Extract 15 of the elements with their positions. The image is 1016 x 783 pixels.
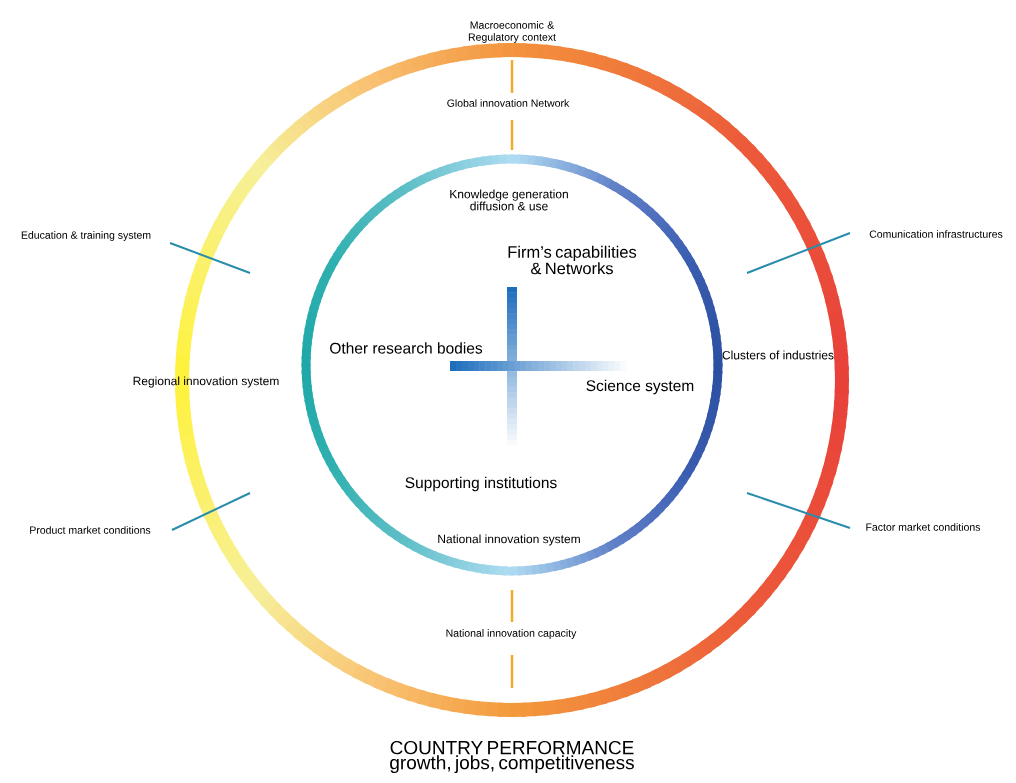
context-label: Macroeconomic & Regulatory context [468,21,556,43]
component-label: Other research bodies [330,342,483,354]
condition-label: Comunication infrastructures [869,230,1003,238]
condition-label: Education & training system [21,231,151,241]
component-label: Supporting institutions [405,476,557,492]
component-label: Firm’s capabilities & Networks [508,245,637,275]
ring-label: Knowledge generation diffusion & use [450,189,568,211]
component-label: Science system [586,379,694,395]
network-label: Global innovation Network [447,99,570,107]
capacity-label: National innovation capacity [446,629,577,639]
condition-label: Product market conditions [30,526,151,534]
performance-caption: COUNTRY PERFORMANCE growth, jobs, competitiveness [390,740,634,774]
system-label: Clusters of industries [722,350,834,360]
condition-label: Factor market conditions [866,523,981,531]
ring-label: National innovation system [438,534,580,546]
